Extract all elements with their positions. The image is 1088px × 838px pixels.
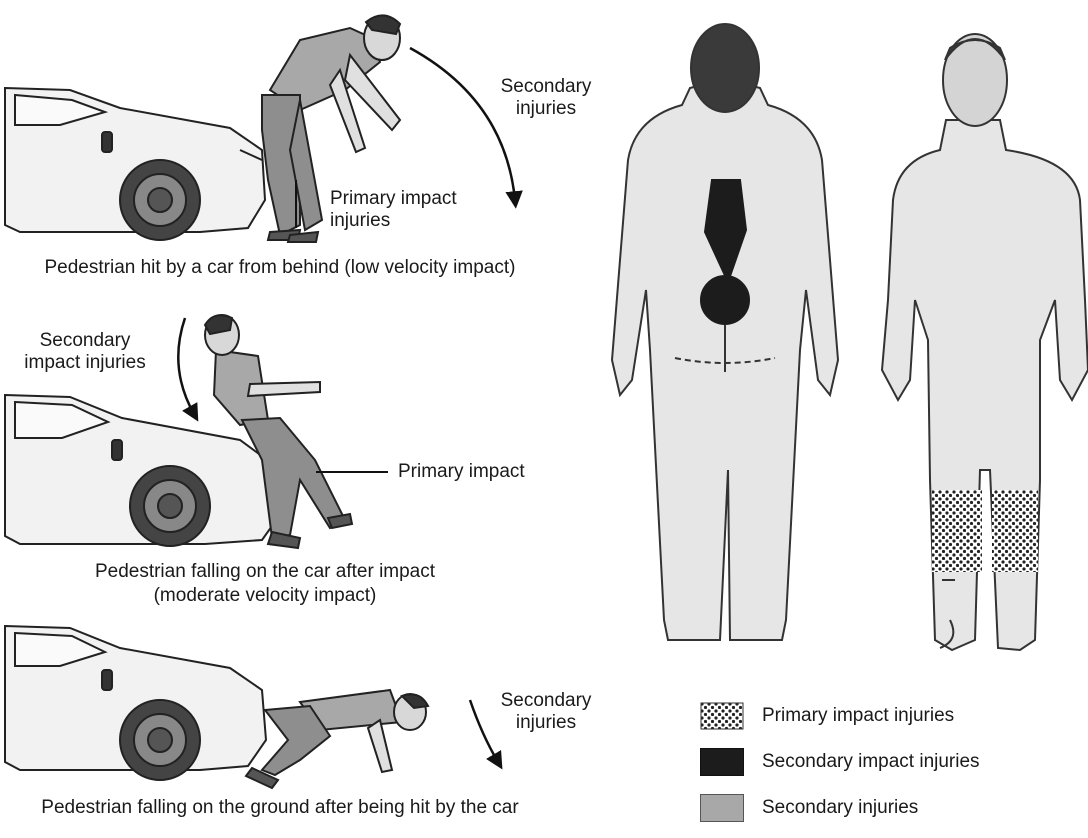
scene2-secondary-arrow (178, 318, 194, 414)
scene2-caption-line1: Pedestrian falling on the car after impa… (30, 560, 500, 584)
scene1-secondary-line2: injuries (476, 98, 616, 120)
legend: Primary impact injuries Secondary impact… (700, 700, 980, 838)
legend-item-primary: Primary impact injuries (700, 700, 980, 732)
scene1-primary-line2: injuries (330, 210, 457, 232)
scene2-primary-label: Primary impact (398, 461, 525, 483)
scene1-primary-line1: Primary impact (330, 188, 457, 210)
legend-item-secondary: Secondary injuries (700, 792, 980, 824)
scene2-caption-line2: (moderate velocity impact) (30, 584, 500, 608)
scene2-secondary-line1: Secondary (10, 330, 160, 352)
primary-impact-swatch (700, 702, 744, 730)
scene2-secondary-line2: impact injuries (10, 352, 160, 374)
legend-item-secondary-impact: Secondary impact injuries (700, 746, 980, 778)
scene2-caption: Pedestrian falling on the car after impa… (30, 560, 500, 608)
secondary-impact-swatch (700, 748, 744, 776)
legend-label-primary: Primary impact injuries (762, 705, 954, 727)
scene1-caption: Pedestrian hit by a car from behind (low… (0, 256, 560, 280)
legend-label-secondary: Secondary injuries (762, 797, 918, 819)
scene1-secondary-label: Secondary injuries (476, 76, 616, 120)
scene2-secondary-label: Secondary impact injuries (10, 330, 160, 374)
scene3-secondary-line1: Secondary (476, 690, 616, 712)
scene3-car (5, 626, 266, 780)
scene3-pedestrian (246, 690, 428, 788)
scene1-primary-label: Primary impact injuries (330, 188, 457, 232)
scene3-secondary-line2: injuries (476, 712, 616, 734)
front-view-figure (882, 34, 1088, 650)
scene3-caption: Pedestrian falling on the ground after b… (0, 796, 560, 820)
scene1-car (5, 88, 265, 240)
scene1-secondary-line1: Secondary (476, 76, 616, 98)
scene3-secondary-label: Secondary injuries (476, 690, 616, 734)
back-view-figure (612, 24, 838, 640)
legend-label-secondary-impact: Secondary impact injuries (762, 751, 980, 773)
scene1-secondary-arrow (410, 48, 515, 200)
secondary-injuries-swatch (700, 794, 744, 822)
